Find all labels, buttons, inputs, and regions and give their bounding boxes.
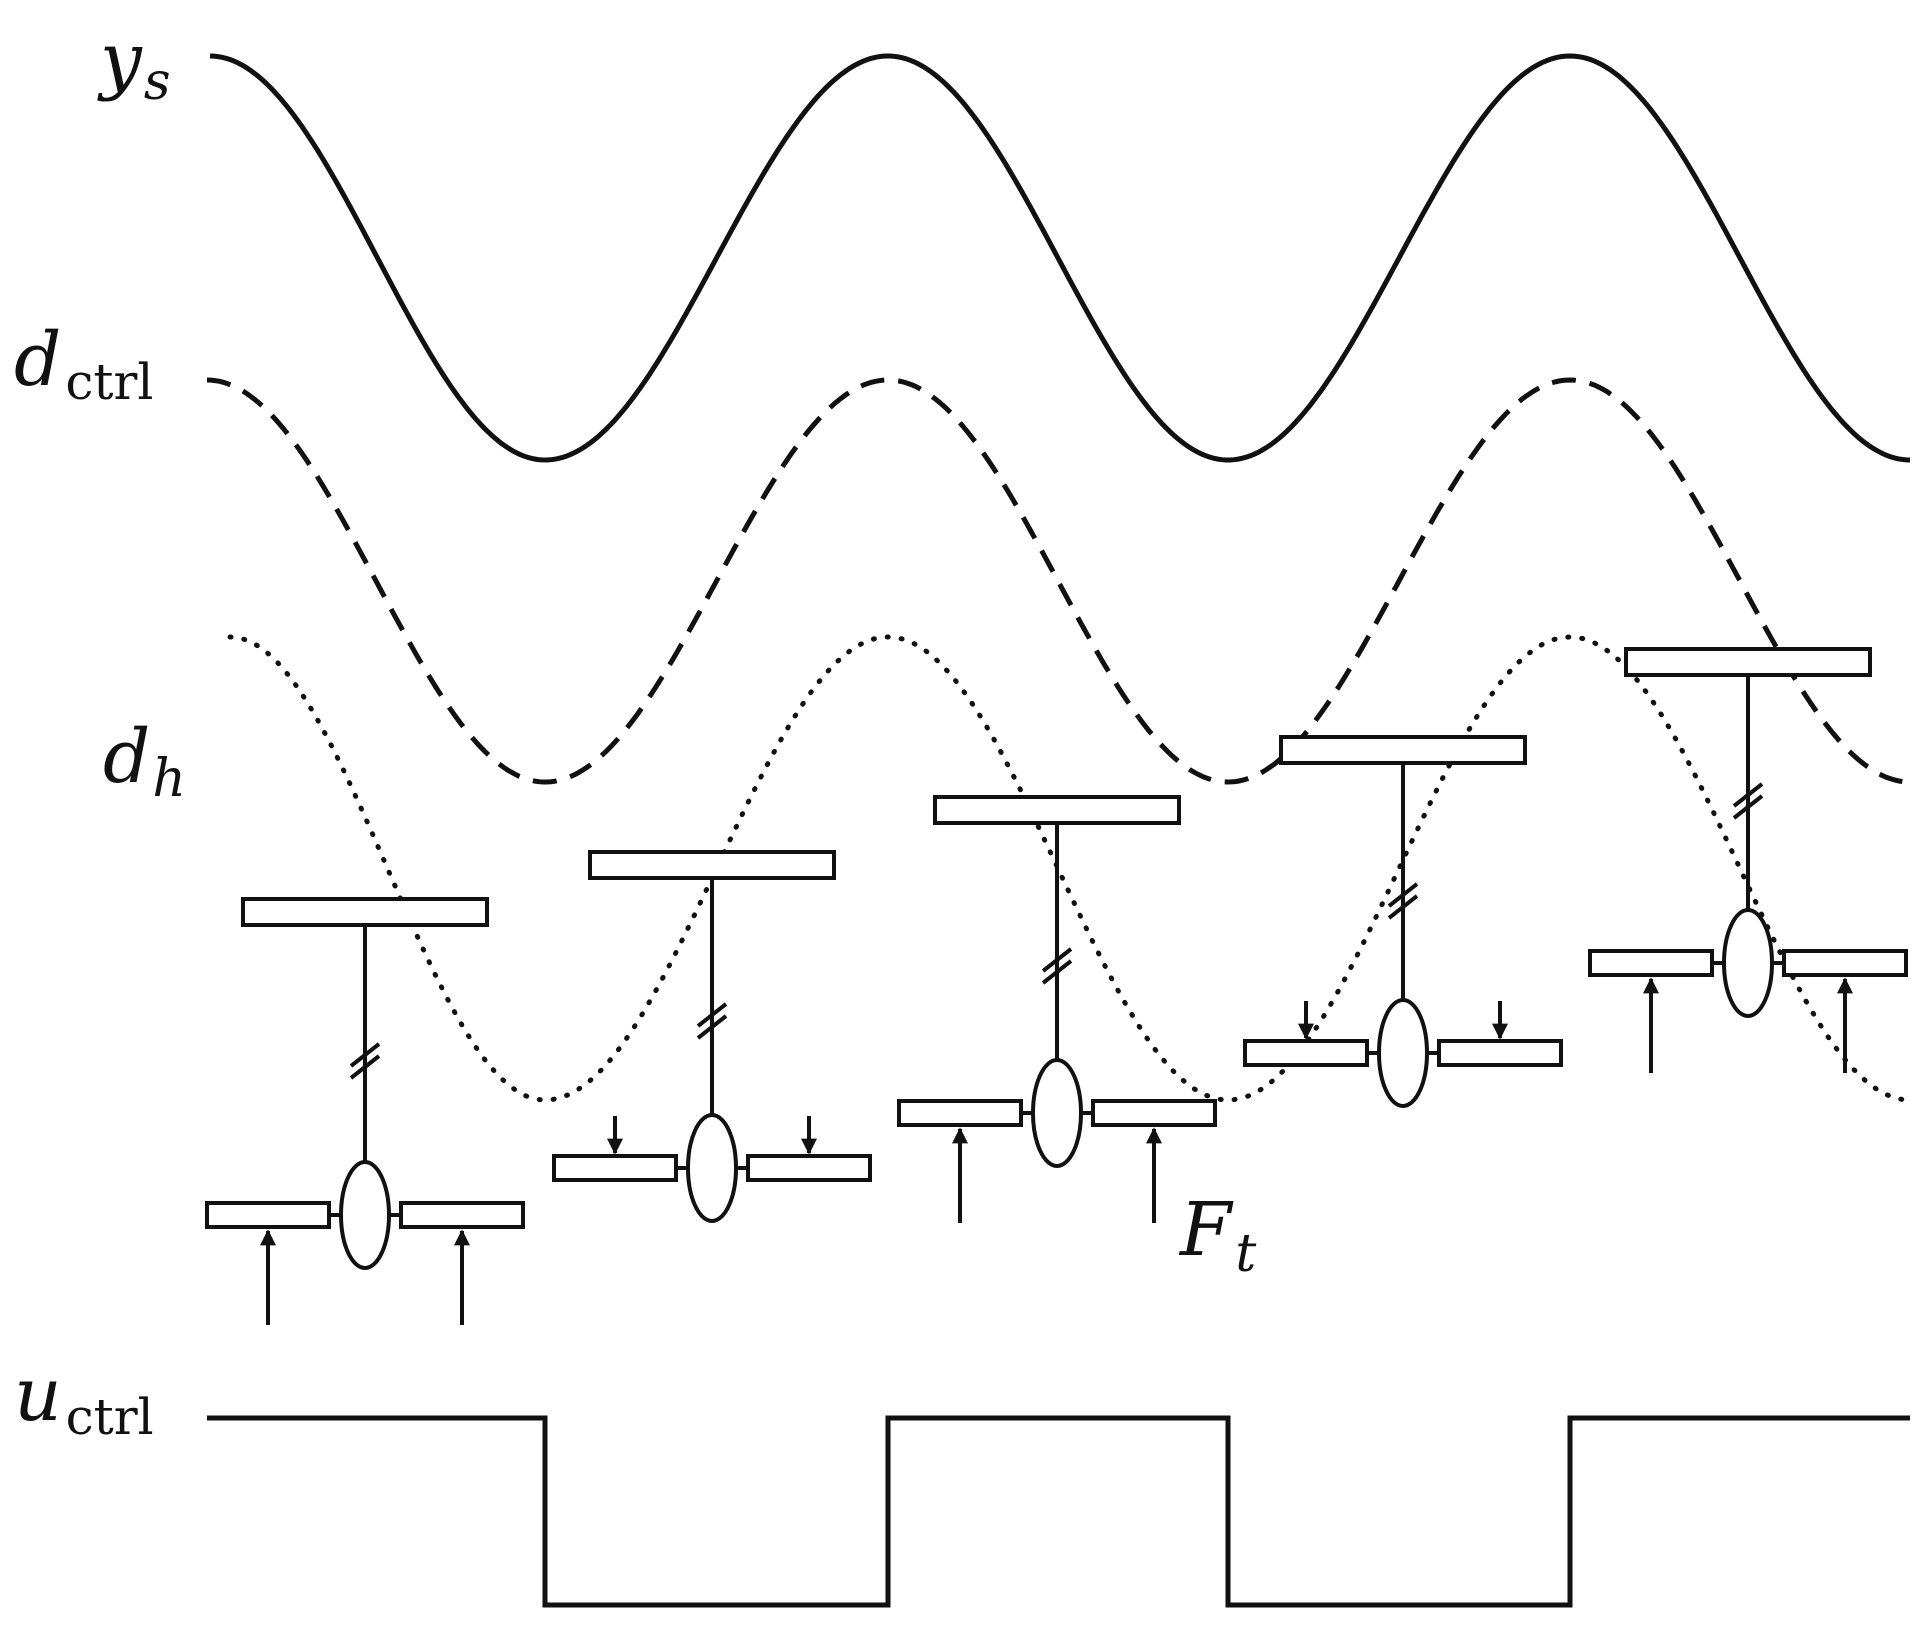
hub-ellipse xyxy=(1377,998,1429,1108)
label-dctrl-sub: ctrl xyxy=(65,353,153,411)
mechanism-figure xyxy=(552,850,872,1223)
top-plate xyxy=(1624,647,1872,677)
label-Ft-sub: t xyxy=(1235,1224,1256,1284)
label-Ft-main: F xyxy=(1178,1187,1234,1273)
mechanism-figure xyxy=(1588,647,1908,1073)
right-plate xyxy=(746,1154,872,1182)
ys-solid-wave xyxy=(209,53,1911,463)
label-uctrl-sub: ctrl xyxy=(66,1388,154,1446)
label-uctrl: uctrl xyxy=(14,1352,154,1446)
label-dctrl-main: d xyxy=(14,317,61,403)
top-plate xyxy=(1279,735,1527,765)
label-dh-sub: h xyxy=(152,749,186,809)
hub-ellipse xyxy=(1722,908,1774,1018)
hub-ellipse xyxy=(686,1113,738,1223)
top-plate xyxy=(588,850,836,880)
break-mark xyxy=(349,1042,381,1068)
break-mark xyxy=(1387,894,1419,920)
break-mark xyxy=(696,1014,728,1040)
break-mark xyxy=(1041,959,1073,985)
break-mark xyxy=(1732,794,1764,820)
mechanism-figure xyxy=(1243,735,1563,1108)
break-mark xyxy=(1387,882,1419,908)
left-plate xyxy=(1588,949,1714,977)
label-Ft: Ft xyxy=(1178,1187,1256,1284)
top-plate xyxy=(933,795,1181,825)
right-plate xyxy=(1782,949,1908,977)
left-plate xyxy=(897,1099,1023,1127)
mechanism-figures xyxy=(205,647,1908,1325)
right-plate xyxy=(1091,1099,1217,1127)
left-plate xyxy=(552,1154,678,1182)
left-plate xyxy=(1243,1039,1369,1067)
label-dctrl: dctrl xyxy=(14,317,153,411)
label-dh: dh xyxy=(103,714,186,809)
label-ys-sub: s xyxy=(144,52,171,112)
break-mark xyxy=(696,1002,728,1028)
right-plate xyxy=(399,1201,525,1229)
mechanism-figure xyxy=(897,795,1217,1223)
label-dh-main: d xyxy=(103,714,150,800)
break-mark xyxy=(349,1054,381,1080)
dh-dotted-wave xyxy=(227,634,1913,1103)
top-plate xyxy=(241,897,489,927)
break-mark xyxy=(1732,782,1764,808)
break-mark xyxy=(1041,947,1073,973)
dctrl-dashed-wave xyxy=(206,377,1908,785)
hub-ellipse xyxy=(1031,1058,1083,1168)
left-plate xyxy=(205,1201,331,1229)
label-ys-main: y xyxy=(97,17,143,103)
label-ys: ys xyxy=(97,17,171,112)
hub-ellipse xyxy=(339,1160,391,1270)
label-uctrl-main: u xyxy=(14,1352,62,1438)
right-plate xyxy=(1437,1039,1563,1067)
mechanism-figure xyxy=(205,897,525,1325)
uctrl-square-wave xyxy=(207,1415,1910,1608)
